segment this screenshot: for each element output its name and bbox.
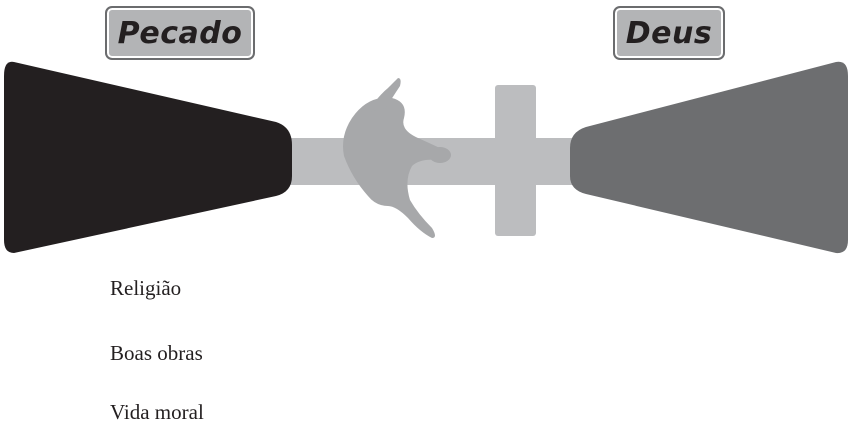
- god-label-box: Deus: [613, 6, 725, 60]
- god-cliff: [570, 61, 848, 254]
- sin-label: Pecado: [117, 15, 243, 51]
- sin-label-box: Pecado: [105, 6, 255, 60]
- attempt-item-good-works: Boas obras: [110, 341, 203, 365]
- god-label: Deus: [625, 15, 713, 51]
- attempt-item-religion: Religião: [110, 276, 182, 300]
- cross-vertical: [495, 85, 536, 236]
- falling-person-icon: [343, 78, 451, 239]
- attempt-item-moral-life: Vida moral: [110, 400, 204, 424]
- sin-cliff: [4, 61, 292, 254]
